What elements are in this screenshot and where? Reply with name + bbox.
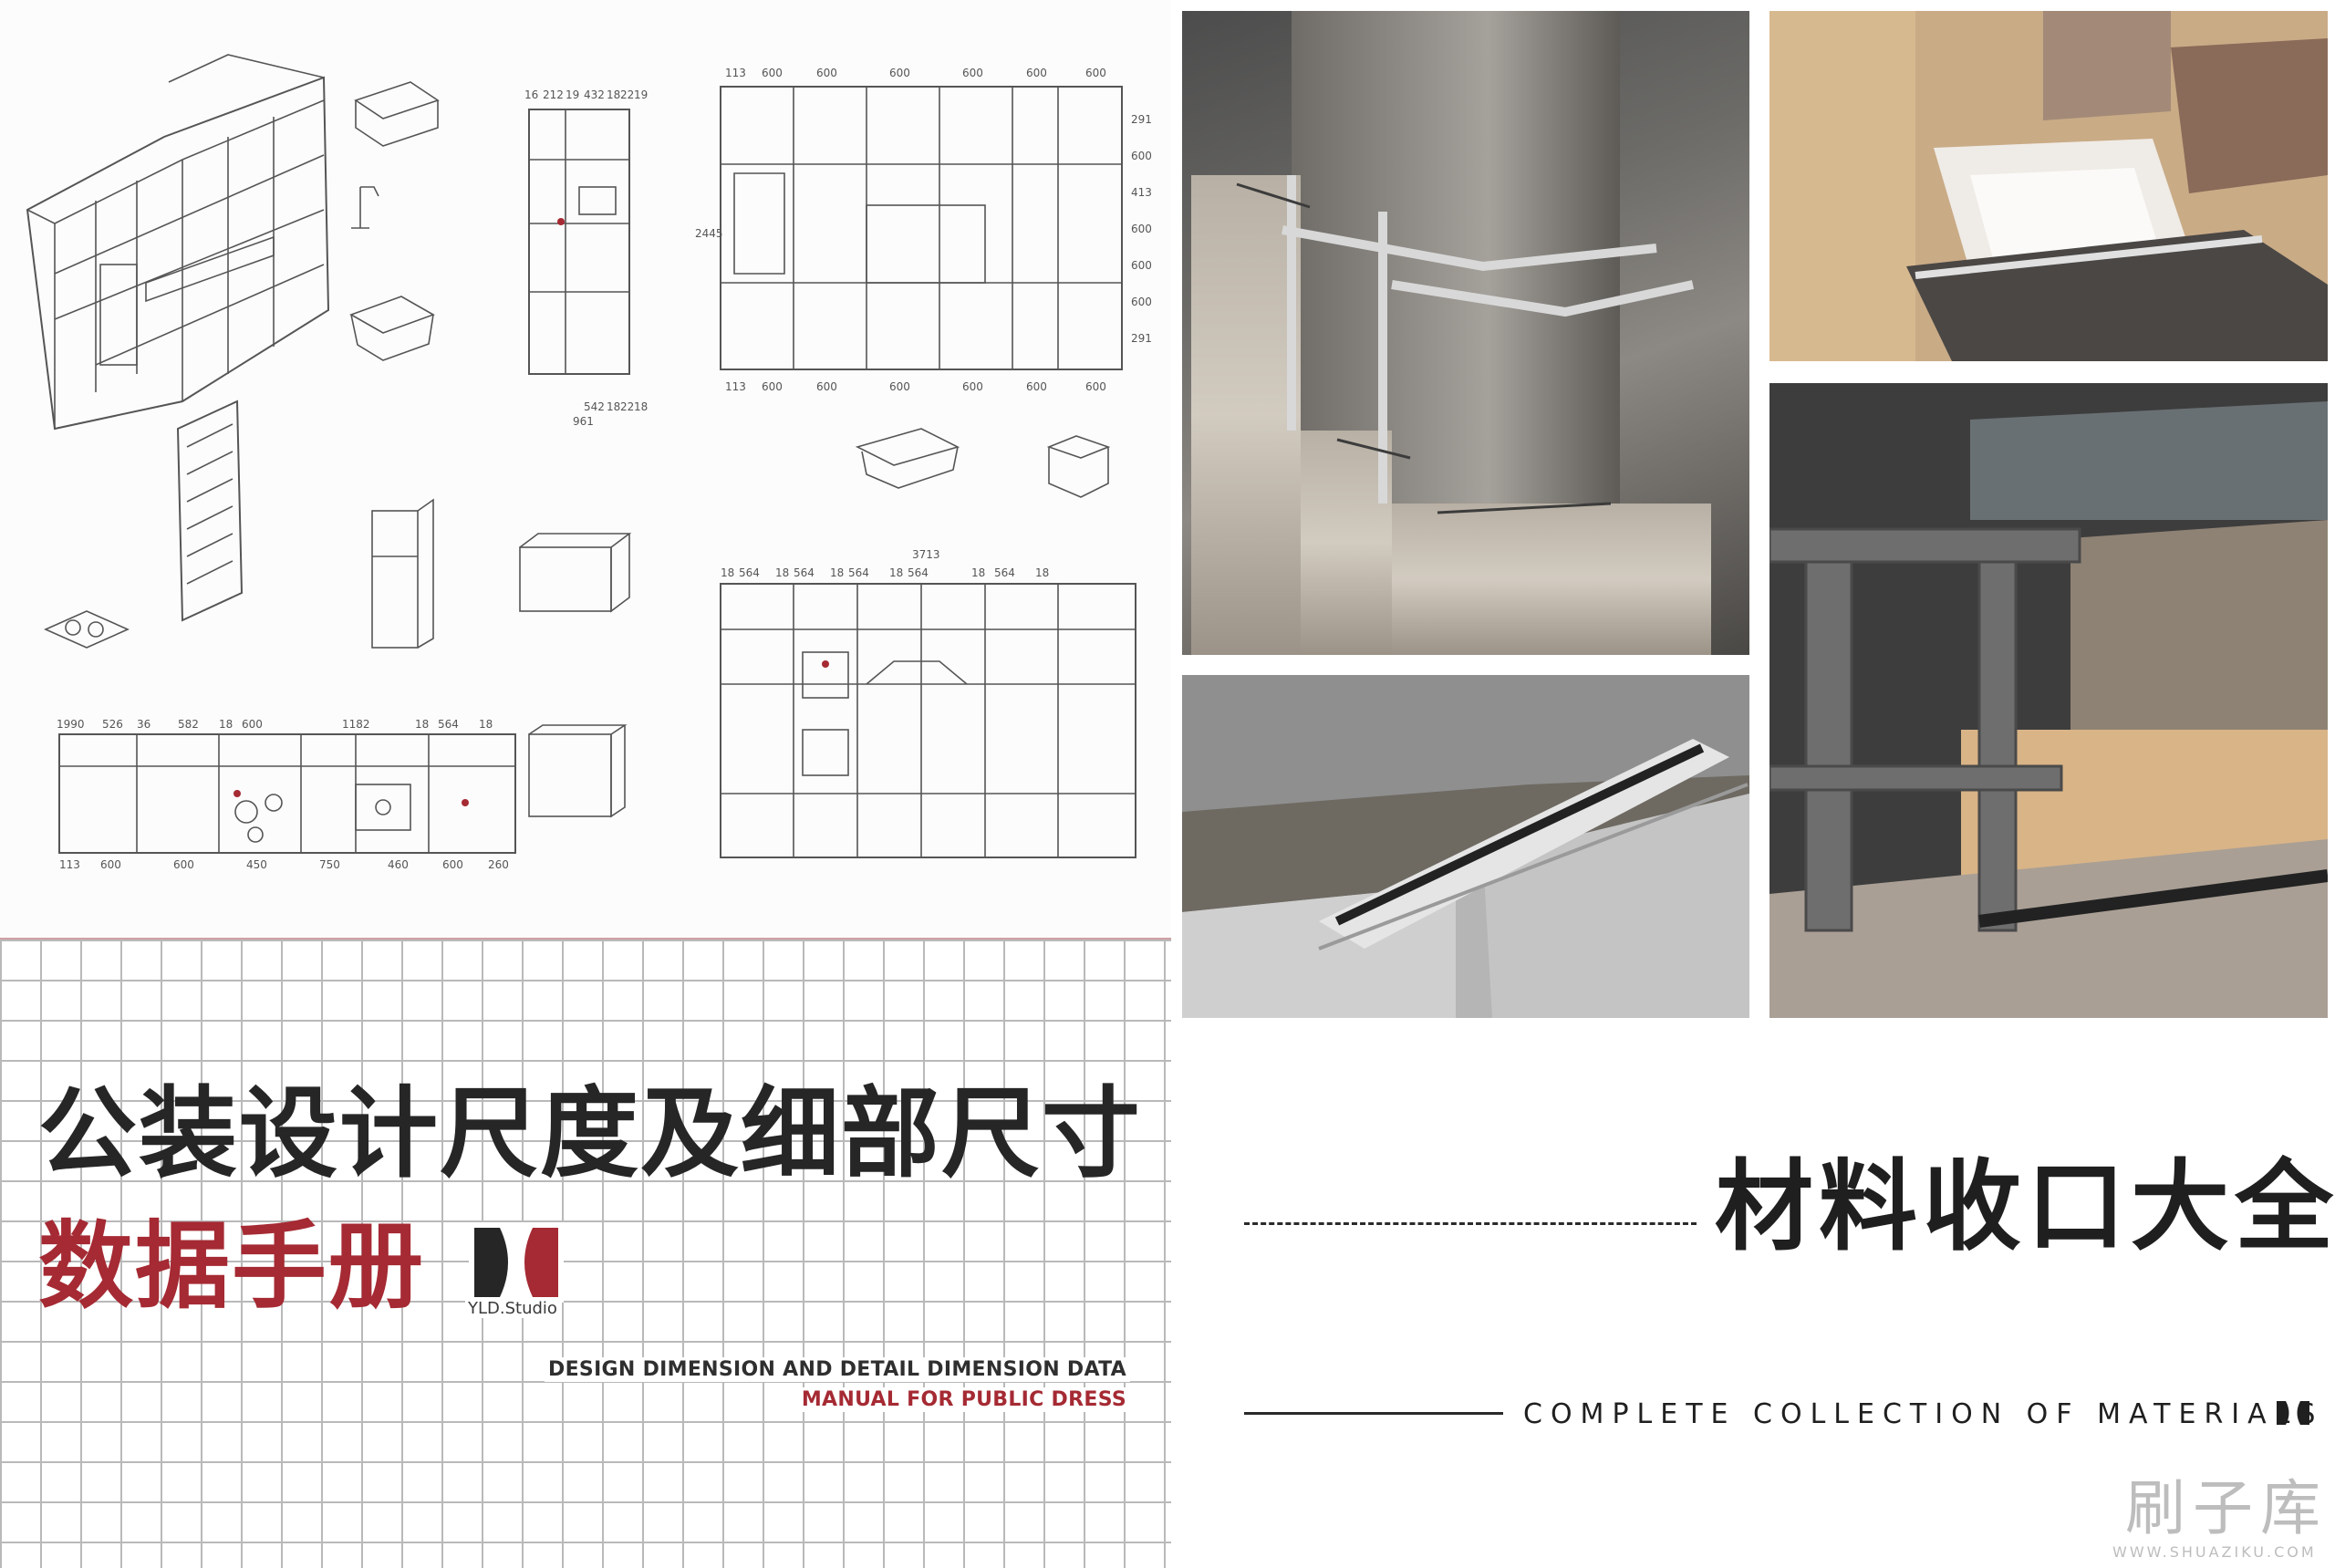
cover-subtitle: 数据手册	[38, 1210, 426, 1322]
dim-label: 600	[762, 380, 783, 393]
dim-label: 2445	[695, 227, 723, 240]
elevation-main	[720, 86, 1123, 370]
dim-label: 18	[775, 566, 789, 579]
dim-label: 113	[725, 67, 746, 79]
dim-label: 260	[488, 858, 509, 871]
dim-label: 1182	[342, 718, 370, 731]
dim-label: 600	[242, 718, 263, 731]
dim-label: 291	[1131, 113, 1152, 126]
dim-label: 600	[1085, 380, 1106, 393]
dim-label: 19	[566, 88, 579, 101]
dim-label: 18	[1035, 566, 1049, 579]
isometric-cabinet	[26, 54, 330, 431]
grid-background	[0, 940, 1171, 1568]
dashed-divider	[1244, 1222, 1697, 1225]
watermark-url: WWW.SHUAZIKU.COM	[2112, 1543, 2317, 1561]
left-cover: 113 600 600 600 600 600 600 113 600 600 …	[0, 0, 1171, 1568]
dim-label: 600	[816, 380, 837, 393]
dim-label: 600	[1085, 67, 1106, 79]
dim-label: 600	[1026, 67, 1047, 79]
dim-label: 600	[962, 380, 983, 393]
washbasin-illustration	[1769, 11, 2328, 361]
floor-trim-illustration	[1182, 675, 1749, 1018]
marble-counter-illustration	[1769, 383, 2328, 1018]
photo-floor-trim-profile	[1182, 675, 1749, 1018]
studio-logo-small	[2277, 1401, 2309, 1425]
dim-label: 3713	[912, 548, 940, 561]
plan-view	[58, 733, 516, 854]
studio-name: YLD.Studio	[465, 1299, 560, 1318]
dim-label: 113	[725, 380, 746, 393]
dim-label: 600	[100, 858, 121, 871]
dim-label: 22	[620, 400, 634, 413]
elevation-lower	[720, 583, 1136, 858]
dim-label: 542	[584, 400, 605, 413]
dim-label: 18	[607, 88, 620, 101]
english-title: DESIGN DIMENSION AND DETAIL DIMENSION DA…	[545, 1357, 1130, 1382]
solid-divider	[1244, 1412, 1503, 1415]
dim-label: 582	[178, 718, 199, 731]
dim-label: 600	[962, 67, 983, 79]
dim-label: 19	[634, 88, 648, 101]
dim-label: 18	[721, 566, 734, 579]
cover-title: 公装设计尺度及细部尺寸	[38, 1077, 1143, 1191]
dim-label: 600	[889, 380, 910, 393]
wine-rack	[176, 400, 244, 622]
dim-label: 22	[620, 88, 634, 101]
dim-label: 600	[1131, 259, 1152, 272]
dim-label: 600	[762, 67, 783, 79]
dim-label: 432	[584, 88, 605, 101]
dim-label: 18	[415, 718, 429, 731]
dim-label: 18	[830, 566, 844, 579]
kitchen-drawings: 113 600 600 600 600 600 600 113 600 600 …	[26, 54, 1152, 871]
dim-label: 291	[1131, 332, 1152, 345]
watermark-text: 刷子库	[2125, 1473, 2328, 1543]
dim-label: 1990	[57, 718, 85, 731]
english-subtitle-right: COMPLETE COLLECTION OF MATERIALS	[1523, 1398, 2324, 1430]
dim-label: 600	[1131, 223, 1152, 235]
dim-label: 600	[1131, 296, 1152, 308]
dim-label: 460	[388, 858, 409, 871]
dim-label: 16	[524, 88, 538, 101]
dim-label: 600	[816, 67, 837, 79]
dim-label: 18	[889, 566, 903, 579]
stone-cladding-illustration	[1191, 11, 1711, 655]
dim-label: 564	[794, 566, 815, 579]
dim-label: 18	[607, 400, 620, 413]
dim-label: 564	[994, 566, 1015, 579]
dim-label: 600	[173, 858, 194, 871]
kitchen-drawing-sheet: 113 600 600 600 600 600 600 113 600 600 …	[0, 0, 1171, 940]
studio-logo	[469, 1222, 564, 1303]
photo-stone-cladding	[1182, 11, 1749, 655]
dim-label: 526	[102, 718, 123, 731]
dim-label: 564	[848, 566, 869, 579]
dim-label: 961	[573, 415, 594, 428]
dim-label: 212	[543, 88, 564, 101]
dim-label: 600	[1026, 380, 1047, 393]
dim-label: 18	[634, 400, 648, 413]
english-subtitle: MANUAL FOR PUBLIC DRESS	[797, 1387, 1130, 1412]
dim-label: 113	[59, 858, 80, 871]
dim-label: 564	[908, 566, 929, 579]
photo-washbasin-drawer	[1769, 11, 2328, 361]
dim-label: 600	[1131, 150, 1152, 162]
dim-label: 564	[739, 566, 760, 579]
section-column	[528, 109, 630, 375]
dim-label: 564	[438, 718, 459, 731]
dim-label: 600	[442, 858, 463, 871]
dim-label: 36	[137, 718, 150, 731]
dim-label: 18	[219, 718, 233, 731]
red-markers	[234, 218, 829, 806]
right-cover: 材料收口大全 COMPLETE COLLECTION OF MATERIALS …	[1171, 0, 2335, 1568]
photo-marble-counter	[1769, 383, 2328, 1018]
dim-label: 750	[319, 858, 340, 871]
dim-label: 413	[1131, 186, 1152, 199]
dimension-labels: 113 600 600 600 600 600 600 113 600 600 …	[57, 67, 1152, 871]
dim-label: 18	[971, 566, 985, 579]
dim-label: 600	[889, 67, 910, 79]
dim-label: 18	[479, 718, 493, 731]
dim-label: 450	[246, 858, 267, 871]
appliance-sketches	[44, 81, 1111, 818]
cover-title-right: 材料收口大全	[1715, 1150, 2335, 1264]
